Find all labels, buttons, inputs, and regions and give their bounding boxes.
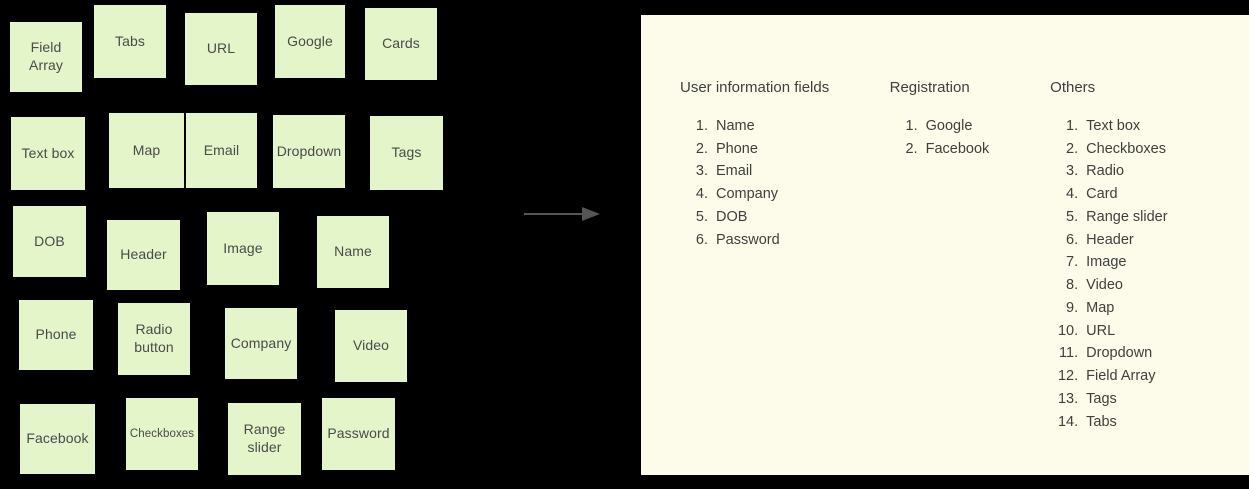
sticky-note[interactable]: Range slider bbox=[228, 403, 301, 475]
sticky-note[interactable]: Email bbox=[186, 113, 257, 188]
column-user-information-fields: User information fields Name Phone Email… bbox=[680, 79, 890, 254]
list-item: DOB bbox=[712, 209, 890, 225]
sticky-note[interactable]: URL bbox=[185, 13, 257, 85]
list-item: Video bbox=[1082, 277, 1239, 293]
sticky-note-label: Tags bbox=[391, 144, 422, 161]
list-item: Tags bbox=[1082, 391, 1239, 407]
column-list: Name Phone Email Company DOB Password bbox=[680, 118, 890, 248]
list-item: Company bbox=[712, 186, 890, 202]
list-item: Range slider bbox=[1082, 209, 1239, 225]
list-item: Checkboxes bbox=[1082, 141, 1239, 157]
sticky-note-label: Dropdown bbox=[276, 142, 342, 159]
sticky-note[interactable]: DOB bbox=[13, 206, 86, 277]
list-item: Password bbox=[712, 232, 890, 248]
sticky-note[interactable]: Facebook bbox=[20, 404, 95, 474]
sticky-note[interactable]: Image bbox=[207, 212, 279, 285]
sticky-note-label: Map bbox=[132, 141, 161, 158]
list-item: Phone bbox=[712, 141, 890, 157]
sticky-note-label: Email bbox=[203, 141, 240, 158]
sticky-note-label: Header bbox=[120, 246, 167, 263]
list-item: URL bbox=[1082, 323, 1239, 339]
arrow-head bbox=[582, 207, 600, 221]
list-item: Header bbox=[1082, 232, 1239, 248]
list-item: Email bbox=[712, 163, 890, 179]
list-item: Tabs bbox=[1082, 414, 1239, 430]
column-registration: Registration Google Facebook bbox=[890, 79, 1051, 163]
sticky-note[interactable]: Map bbox=[109, 113, 184, 188]
sticky-note-label: Facebook bbox=[26, 430, 89, 447]
list-item: Text box bbox=[1082, 118, 1239, 134]
sticky-note[interactable]: Dropdown bbox=[273, 115, 345, 188]
sticky-note[interactable]: Company bbox=[225, 308, 297, 379]
sticky-note[interactable]: Password bbox=[322, 398, 395, 470]
sticky-note[interactable]: Radio button bbox=[118, 303, 190, 375]
sticky-note[interactable]: Video bbox=[335, 310, 407, 382]
column-title: Registration bbox=[889, 79, 970, 96]
column-list: Text box Checkboxes Radio Card Range sli… bbox=[1050, 118, 1239, 430]
sticky-note-label: Name bbox=[334, 243, 372, 260]
sticky-note-label: Checkboxes bbox=[129, 427, 195, 440]
sticky-note[interactable]: Google bbox=[275, 5, 345, 78]
summary-columns: User information fields Name Phone Email… bbox=[680, 79, 1239, 436]
sticky-note-label: Radio button bbox=[134, 321, 174, 355]
sticky-note-label: URL bbox=[206, 40, 236, 57]
right-arrow-icon bbox=[524, 207, 600, 221]
list-item: Name bbox=[712, 118, 890, 134]
sticky-note-label: Tabs bbox=[115, 32, 145, 49]
sticky-note[interactable]: Phone bbox=[19, 300, 93, 370]
sticky-note-label: Cards bbox=[382, 35, 420, 52]
sticky-note[interactable]: Header bbox=[107, 220, 180, 290]
sticky-note-label: DOB bbox=[34, 232, 65, 249]
column-list: Google Facebook bbox=[890, 118, 1051, 157]
sticky-note-label: Video bbox=[352, 337, 390, 354]
list-item: Card bbox=[1082, 186, 1239, 202]
sticky-note-label: Password bbox=[327, 425, 390, 442]
sticky-note[interactable]: Tags bbox=[370, 116, 443, 190]
sticky-note-label: Field Array bbox=[29, 39, 63, 73]
sticky-note[interactable]: Text box bbox=[11, 117, 85, 190]
sticky-note[interactable]: Cards bbox=[365, 8, 437, 80]
list-item: Field Array bbox=[1082, 368, 1239, 384]
sticky-note-label: Google bbox=[287, 32, 333, 49]
list-item: Radio bbox=[1082, 163, 1239, 179]
column-title: Others bbox=[1050, 79, 1096, 96]
sticky-note[interactable]: Checkboxes bbox=[126, 398, 198, 470]
sticky-note[interactable]: Name bbox=[317, 216, 389, 288]
column-title: User information fields bbox=[680, 79, 830, 96]
list-item: Image bbox=[1082, 254, 1239, 270]
list-item: Google bbox=[922, 118, 1051, 134]
sticky-note[interactable]: Field Array bbox=[10, 22, 82, 92]
sticky-note-label: Image bbox=[223, 239, 263, 256]
list-item: Dropdown bbox=[1082, 345, 1239, 361]
summary-panel: User information fields Name Phone Email… bbox=[641, 15, 1249, 475]
list-item: Facebook bbox=[922, 141, 1051, 157]
sticky-note-label: Range slider bbox=[243, 421, 286, 455]
sticky-note-label: Phone bbox=[35, 326, 77, 343]
sticky-note[interactable]: Tabs bbox=[94, 5, 166, 78]
column-others: Others Text box Checkboxes Radio Card Ra… bbox=[1050, 79, 1239, 436]
list-item: Map bbox=[1082, 300, 1239, 316]
sticky-note-label: Text box bbox=[21, 144, 75, 161]
sticky-note-label: Company bbox=[230, 334, 292, 351]
